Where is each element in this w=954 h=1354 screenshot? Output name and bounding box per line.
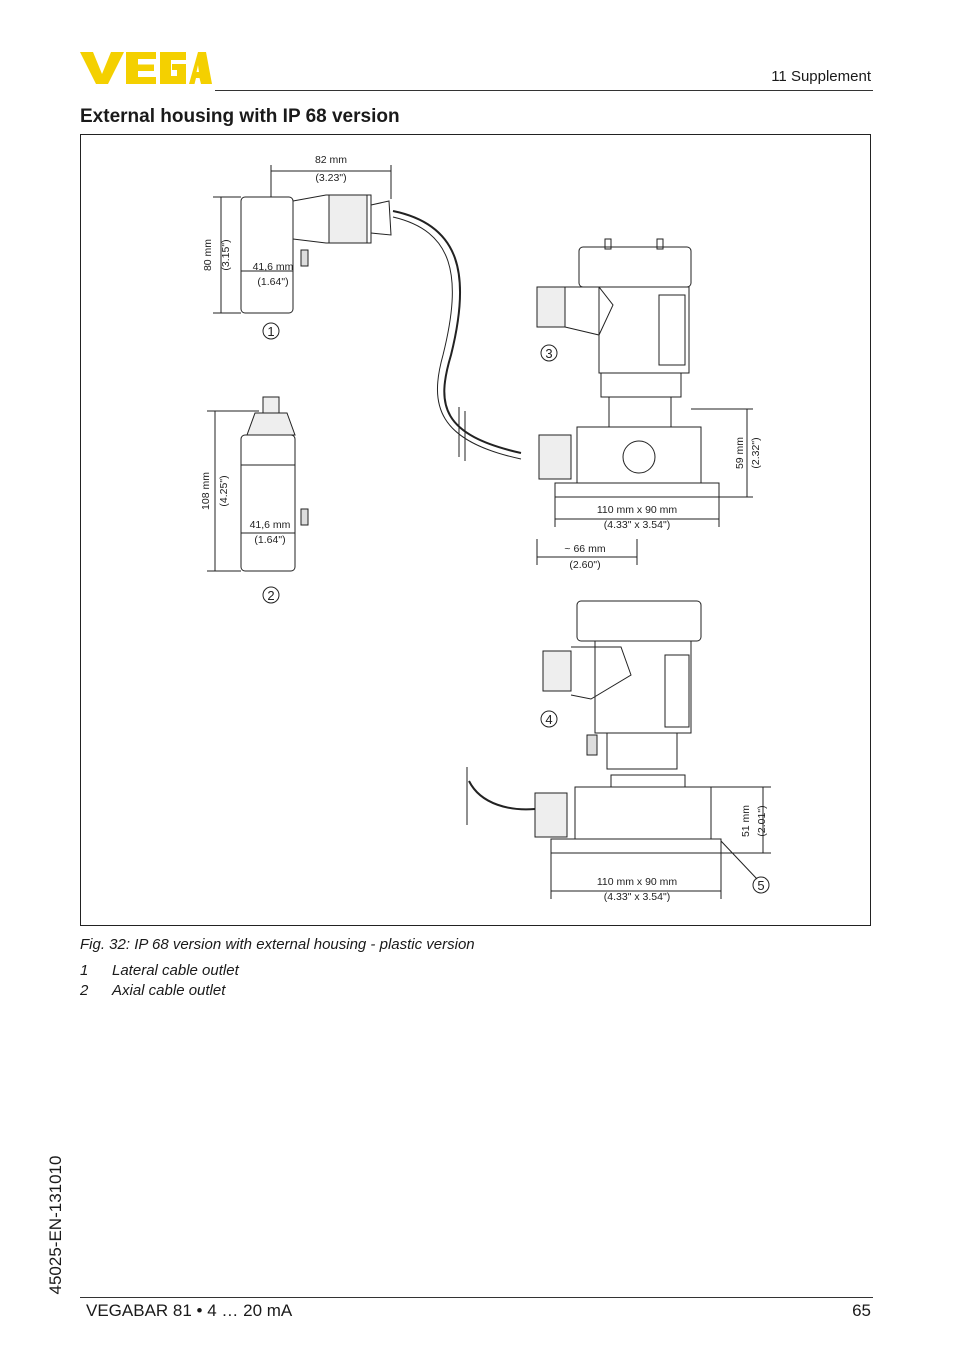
- page-title: External housing with IP 68 version: [80, 106, 400, 127]
- footer-rule: [80, 1297, 873, 1298]
- badge-5: 5: [757, 878, 764, 893]
- legend-item: 1 Lateral cable outlet: [80, 962, 239, 982]
- dim-108mm: 108 mm: [200, 472, 212, 510]
- dim-82mm: 82 mm: [315, 154, 347, 166]
- footer-product: VEGABAR 81 • 4 … 20 mA: [86, 1301, 293, 1320]
- dim-51mm-in: (2.01"): [756, 805, 768, 836]
- dim-66mm-in: (2.60"): [569, 559, 600, 571]
- dim-80mm-in: (3.15"): [220, 239, 232, 270]
- dim-108mm-in: (4.25"): [218, 475, 230, 506]
- dim-41mm-1: 41,6 mm: [253, 261, 294, 273]
- dim-59mm: 59 mm: [734, 437, 746, 469]
- housing-3-socket: [576, 426, 702, 484]
- dim-51mm: 51 mm: [740, 805, 752, 837]
- figure-frame: 82 mm (3.23") 80 mm (3.15") 41,6 mm (1.6…: [80, 134, 871, 926]
- legend-text: Axial cable outlet: [112, 982, 226, 999]
- dim-41mm-2: 41,6 mm: [250, 519, 291, 531]
- figure-caption: Fig. 32: IP 68 version with external hou…: [80, 936, 475, 953]
- section-label: 11 Supplement: [771, 68, 871, 85]
- dim-66mm: ~ 66 mm: [564, 543, 605, 555]
- document-id: 45025-EN-131010: [36, 1140, 76, 1310]
- sensor-1-body: [240, 196, 294, 314]
- legend-number: 1: [80, 962, 89, 979]
- legend-item: 2 Axial cable outlet: [80, 982, 239, 1002]
- legend-text: Lateral cable outlet: [112, 962, 239, 979]
- dim-41mm-2-in: (1.64"): [254, 534, 285, 546]
- housing-4-base: [550, 838, 722, 854]
- dim-41mm-1-in: (1.64"): [257, 276, 288, 288]
- badge-1: 1: [267, 324, 274, 339]
- housing-4-socket: [574, 786, 712, 840]
- badge-3: 3: [545, 346, 552, 361]
- technical-drawing: 82 mm (3.23") 80 mm (3.15") 41,6 mm (1.6…: [200, 154, 771, 903]
- document-id-text: 45025-EN-131010: [46, 1155, 65, 1295]
- figure-legend: 1 Lateral cable outlet 2 Axial cable out…: [80, 962, 239, 1002]
- dim-80mm: 80 mm: [202, 239, 214, 271]
- housing-3-cover: [578, 246, 692, 288]
- dim-82mm-in: (3.23"): [315, 172, 346, 184]
- sensor-2-body: [240, 434, 296, 572]
- header-rule: [215, 90, 873, 91]
- dim-base-3: 110 mm x 90 mm: [597, 504, 678, 516]
- dim-59mm-in: (2.32"): [750, 437, 762, 468]
- dim-base-4-in: (4.33" x 3.54"): [604, 891, 670, 903]
- housing-3-base: [554, 482, 720, 498]
- dim-base-4: 110 mm x 90 mm: [597, 876, 678, 888]
- legend-number: 2: [80, 982, 89, 999]
- dim-base-3-in: (4.33" x 3.54"): [604, 519, 670, 531]
- housing-4-cover: [576, 600, 702, 642]
- badge-4: 4: [545, 712, 552, 727]
- page-number: 65: [852, 1301, 871, 1320]
- vega-logo: [80, 52, 212, 84]
- badge-2: 2: [267, 588, 274, 603]
